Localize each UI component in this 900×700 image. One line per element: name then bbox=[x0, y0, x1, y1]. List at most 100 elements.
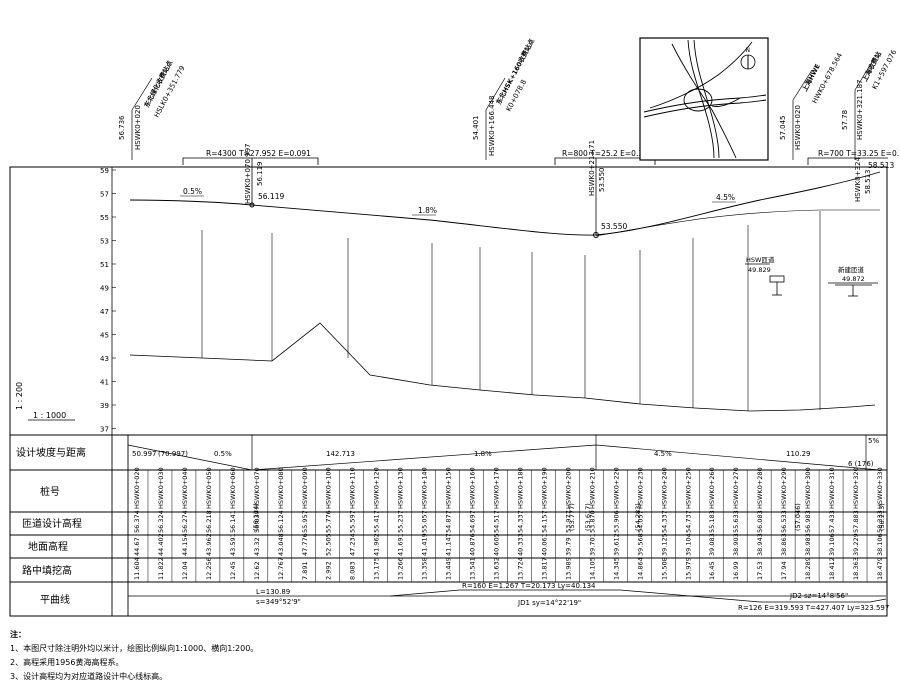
design-elev-cell: 55.597 bbox=[349, 510, 357, 533]
row-label-grade: 设计坡度与距离 bbox=[16, 446, 86, 459]
table-cells: HSWK0+02056.37444.6711.604HSWK0+03056.32… bbox=[133, 467, 884, 580]
station-cell: HSWK0+270 bbox=[732, 467, 740, 509]
grade-row-lines bbox=[127, 435, 881, 471]
station-cell: HSWK0+330 bbox=[876, 467, 884, 509]
notes: 注： 1、本图尺寸除注明外均以米计，绘图比例纵向1:1000、横向1:200。 … bbox=[10, 628, 258, 684]
cutfill-cell: 14.345 bbox=[612, 557, 620, 580]
station-cell: HSWK0+300 bbox=[804, 467, 812, 509]
design-elev-cell: 54.337 bbox=[660, 510, 668, 533]
ground-elev-cell: 38.903 bbox=[732, 533, 740, 556]
design-extra-4: (54.283) bbox=[634, 503, 642, 531]
flag-b-elev: 54.401 bbox=[472, 116, 480, 141]
ground-elev-cell: 40.061 bbox=[540, 533, 548, 556]
design-elev-cell: 54.517 bbox=[493, 510, 501, 533]
cutfill-cell: 13.175 bbox=[373, 557, 381, 580]
ground-elev-cell: 44.67 bbox=[133, 537, 141, 556]
station-cell: HSWK0+100 bbox=[325, 467, 333, 509]
ground-elev-cell: 39.568 bbox=[636, 533, 644, 556]
ground-elev-cell: 43.32 bbox=[253, 537, 261, 556]
elevation-tick-label: 39 bbox=[100, 402, 109, 410]
cutfill-cell: 7.891 bbox=[301, 561, 309, 580]
horizontal-scale: 1 : 1000 bbox=[33, 411, 66, 420]
ground-elev-cell: 43.048 bbox=[277, 533, 285, 556]
grade-val-1: 0.5% bbox=[214, 450, 232, 458]
ground-elev-cell: 39.106 bbox=[828, 533, 836, 556]
row-label-station: 桩号 bbox=[40, 485, 60, 498]
cutfill-cell: 15.979 bbox=[684, 557, 692, 580]
cutfill-cell: 18.479 bbox=[876, 557, 884, 580]
ground-elev-cell: 41.691 bbox=[397, 533, 405, 556]
notes-title: 注： bbox=[10, 630, 26, 639]
ground-elev-cell: 43.962 bbox=[205, 533, 213, 556]
cutfill-cell: 12.62 bbox=[253, 561, 261, 580]
data-table-grid bbox=[10, 434, 887, 616]
ground-elev-cell: 39.79 bbox=[564, 537, 572, 556]
station-cell: HSWK0+090 bbox=[301, 467, 309, 509]
row-label-cutfill: 路中填挖高 bbox=[22, 564, 72, 577]
design-elev-cell: 53.977 bbox=[564, 510, 572, 533]
ground-elev-cell: 44.402 bbox=[157, 533, 165, 556]
bridge-1-label: HSW匝道 bbox=[746, 255, 775, 264]
curve-2a: R=160 E=1.267 T=20.173 Ly=40.134 bbox=[462, 582, 596, 590]
bridge-1-elev: 49.829 bbox=[748, 266, 771, 274]
station-cell: HSWK0+240 bbox=[660, 467, 668, 509]
cutfill-cell: 16.45 bbox=[708, 561, 716, 580]
elevation-tick-label: 51 bbox=[100, 261, 109, 269]
ground-elev-cell: 47.234 bbox=[349, 533, 357, 556]
design-elev-cell: 56.983 bbox=[804, 510, 812, 533]
design-elev-cell: 55.417 bbox=[373, 510, 381, 533]
design-elev-cell: 54.877 bbox=[445, 510, 453, 533]
ground-elev-cell: 41.419 bbox=[421, 533, 429, 556]
design-extra-1: (56.124) bbox=[252, 503, 260, 531]
design-elev-cell: 57.883 bbox=[852, 510, 860, 533]
flag-d-elev: 57.78 bbox=[841, 110, 849, 130]
station-cell: HSWK0+310 bbox=[828, 467, 836, 509]
ground-elev-cell: 39.125 bbox=[660, 533, 668, 556]
station-cell: HSWK0+260 bbox=[708, 467, 716, 509]
design-elev-cell: 57.433 bbox=[828, 510, 836, 533]
design-extra-2: (53.777) bbox=[568, 503, 576, 531]
station-cell: HSWK0+110 bbox=[349, 467, 357, 509]
compass-north-label: N bbox=[746, 47, 751, 54]
vpi-2-marker bbox=[593, 232, 599, 238]
flag-a-sta: HSWK0+020 bbox=[134, 105, 142, 150]
vcurve-2: R=800 T=25.2 E=0.397 bbox=[562, 149, 653, 158]
grade-val-2: 1.8% bbox=[474, 450, 492, 458]
station-cell: HSWK0+050 bbox=[205, 467, 213, 509]
ground-elev-cell: 39.104 bbox=[684, 533, 692, 556]
design-elev-cell: 56.274 bbox=[181, 510, 189, 533]
design-elev-cell: 56.218 bbox=[205, 510, 213, 533]
ground-elev-cell: 38.106 bbox=[876, 533, 884, 556]
vpi-1-station: HSWK0+070.997 bbox=[244, 144, 252, 204]
cutfill-cell: 18.363 bbox=[852, 557, 860, 580]
note-3: 3、设计高程均为对应道路设计中心线标高。 bbox=[10, 672, 168, 681]
design-elev-cell: 56.374 bbox=[133, 510, 141, 533]
cutfill-cell: 14.105 bbox=[588, 557, 596, 580]
frame bbox=[9, 166, 888, 617]
station-flags bbox=[131, 61, 873, 160]
flag-b-sta: HSWK0+166.448 bbox=[488, 96, 496, 156]
elevation-tick-label: 43 bbox=[100, 355, 109, 363]
cutfill-cell: 12.767 bbox=[277, 557, 285, 580]
cutfill-cell: 18.412 bbox=[828, 557, 836, 580]
bridge-2-label: 新建匝道 bbox=[838, 265, 865, 274]
elevation-tick-label: 57 bbox=[100, 191, 109, 199]
cutfill-cell: 17.53 bbox=[756, 561, 764, 580]
design-elev-cell: 54.697 bbox=[469, 510, 477, 533]
design-elev-cell: 53.870 bbox=[588, 510, 596, 533]
design-elev-cell: 56.124 bbox=[277, 510, 285, 533]
station-cell: HSWK0+160 bbox=[469, 467, 477, 509]
design-elev-cell: 55.957 bbox=[301, 510, 309, 533]
design-elev-cell: 55.183 bbox=[708, 510, 716, 533]
vertical-scale: 1 : 200 bbox=[15, 382, 24, 410]
cutfill-cell: 13.449 bbox=[445, 557, 453, 580]
vpi-2-elev: 53.550 bbox=[598, 168, 606, 193]
bridge-2-symbol bbox=[828, 282, 878, 297]
elevation-tick-label: 49 bbox=[100, 285, 109, 293]
ground-elev-cell: 38.983 bbox=[804, 533, 812, 556]
cutfill-cell: 16.99 bbox=[732, 561, 740, 580]
elevation-tick-label: 45 bbox=[100, 332, 109, 340]
station-cell: HSWK0+190 bbox=[540, 467, 548, 509]
ground-elev-cell: 39.701 bbox=[588, 533, 596, 556]
